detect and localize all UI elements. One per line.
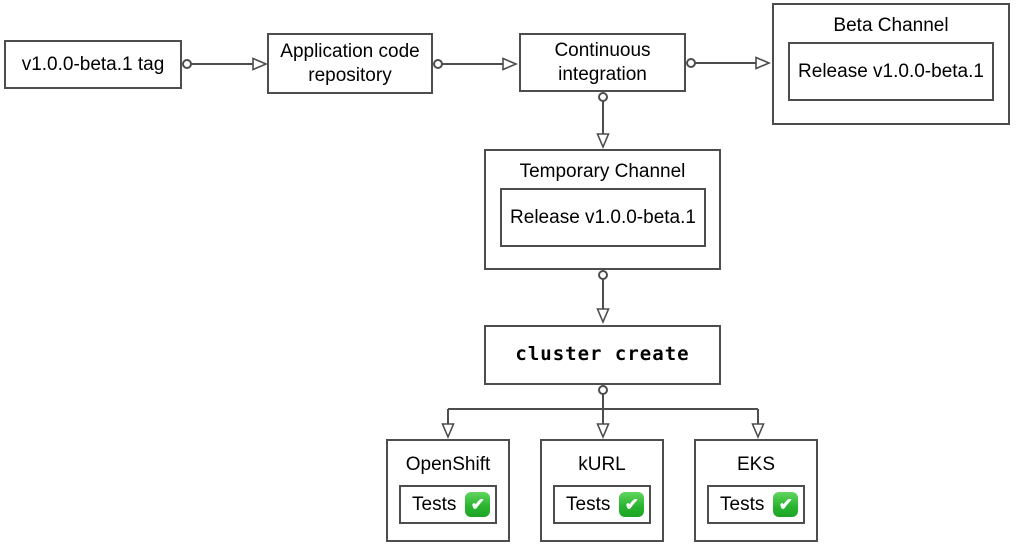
node-version-tag: v1.0.0-beta.1 tag: [4, 40, 182, 89]
edge-cluster-create-branches: [441, 385, 765, 440]
check-glyph: ✔: [778, 494, 793, 514]
temp-release-box: Release v1.0.0-beta.1: [500, 188, 706, 247]
node-title: Beta Channel: [833, 15, 949, 36]
openshift-tests-box: Tests ✔: [399, 485, 497, 524]
node-kurl: kURL Tests ✔: [540, 439, 664, 542]
edge-temp-channel-to-cluster-create: [596, 270, 610, 325]
node-application-code-repository: Application code repository: [267, 33, 433, 94]
check-passed-icon: ✔: [619, 492, 645, 517]
edge-ci-to-beta-channel: [686, 56, 772, 70]
eks-tests-box: Tests ✔: [707, 485, 805, 524]
tests-label: Tests: [566, 493, 611, 515]
node-title: EKS: [736, 454, 776, 475]
node-continuous-integration: Continuous integration: [519, 33, 686, 92]
node-label: v1.0.0-beta.1 tag: [21, 53, 165, 75]
node-label: Continuous integration: [554, 40, 651, 85]
check-passed-icon: ✔: [465, 492, 491, 517]
release-label: Release v1.0.0-beta.1: [510, 206, 696, 228]
edge-ci-to-temp-channel: [596, 92, 610, 150]
edge-tag-to-repo: [182, 57, 269, 71]
node-openshift: OpenShift Tests ✔: [386, 439, 510, 542]
check-glyph: ✔: [470, 494, 485, 514]
edge-repo-to-ci: [433, 57, 519, 71]
node-eks: EKS Tests ✔: [694, 439, 818, 542]
node-title: OpenShift: [405, 454, 491, 475]
check-glyph: ✔: [624, 494, 639, 514]
kurl-tests-box: Tests ✔: [553, 485, 651, 524]
tests-label: Tests: [720, 493, 765, 515]
node-temporary-channel: Temporary Channel Release v1.0.0-beta.1: [484, 149, 721, 270]
node-label: Application code repository: [280, 41, 420, 86]
beta-release-box: Release v1.0.0-beta.1: [788, 42, 994, 101]
node-cluster-create: cluster create: [484, 325, 721, 385]
node-title: kURL: [578, 454, 626, 475]
check-passed-icon: ✔: [773, 492, 799, 517]
command-label: cluster create: [515, 343, 690, 366]
node-title: Temporary Channel: [519, 161, 686, 182]
tests-label: Tests: [412, 493, 457, 515]
node-beta-channel: Beta Channel Release v1.0.0-beta.1: [772, 3, 1010, 125]
release-label: Release v1.0.0-beta.1: [798, 60, 984, 82]
